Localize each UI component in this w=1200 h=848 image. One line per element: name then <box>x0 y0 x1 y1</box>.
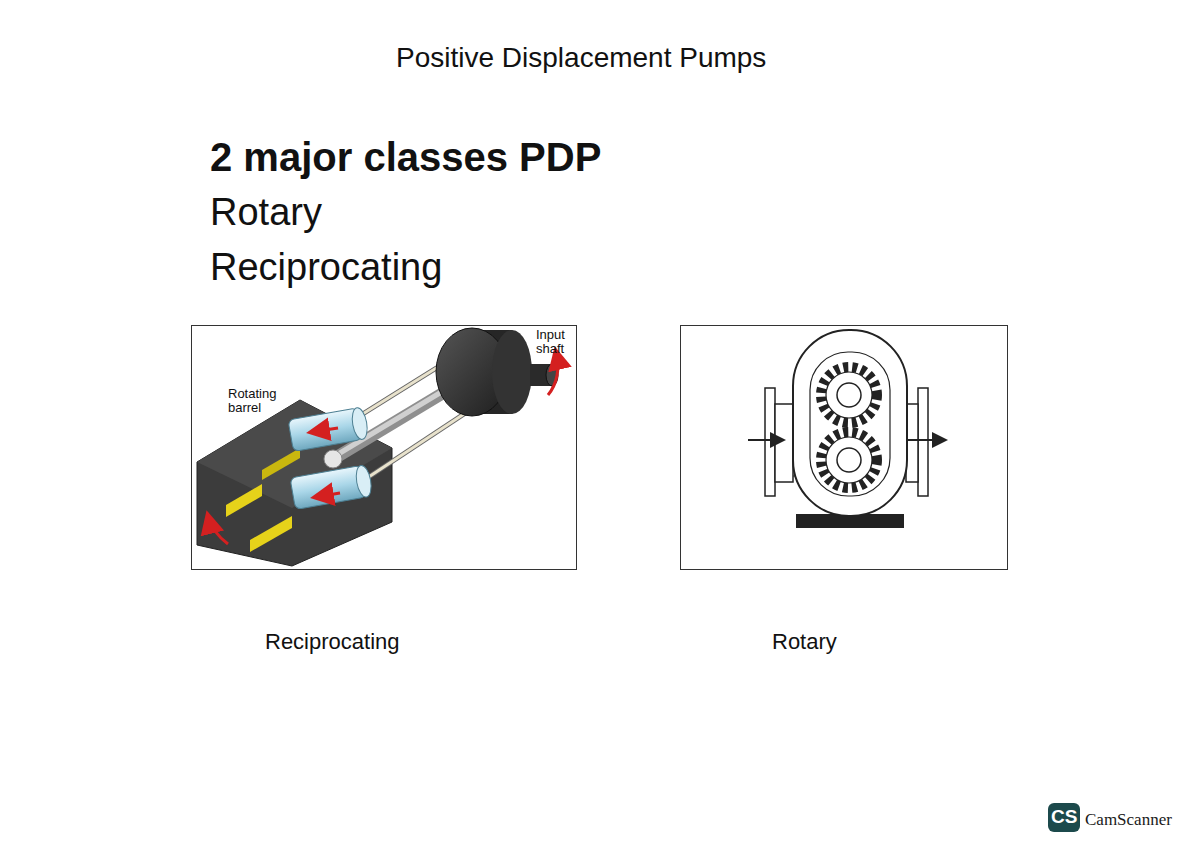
part-label: Input shaft <box>536 328 576 355</box>
heading: 2 major classes PDP <box>210 134 601 180</box>
class-item: Reciprocating <box>210 246 442 290</box>
figure-caption: Rotary <box>772 629 837 654</box>
rotary-pump-figure <box>681 326 1008 570</box>
class-item: Rotary <box>210 191 322 235</box>
slide-title: Positive Displacement Pumps <box>396 42 766 74</box>
part-label: Rotating barrel <box>228 387 292 414</box>
watermark: CamScanner <box>1085 810 1172 830</box>
figure-caption: Reciprocating <box>265 629 400 654</box>
reciprocating-pump-figure <box>192 326 577 570</box>
watermark-logo: CS <box>1048 803 1080 832</box>
